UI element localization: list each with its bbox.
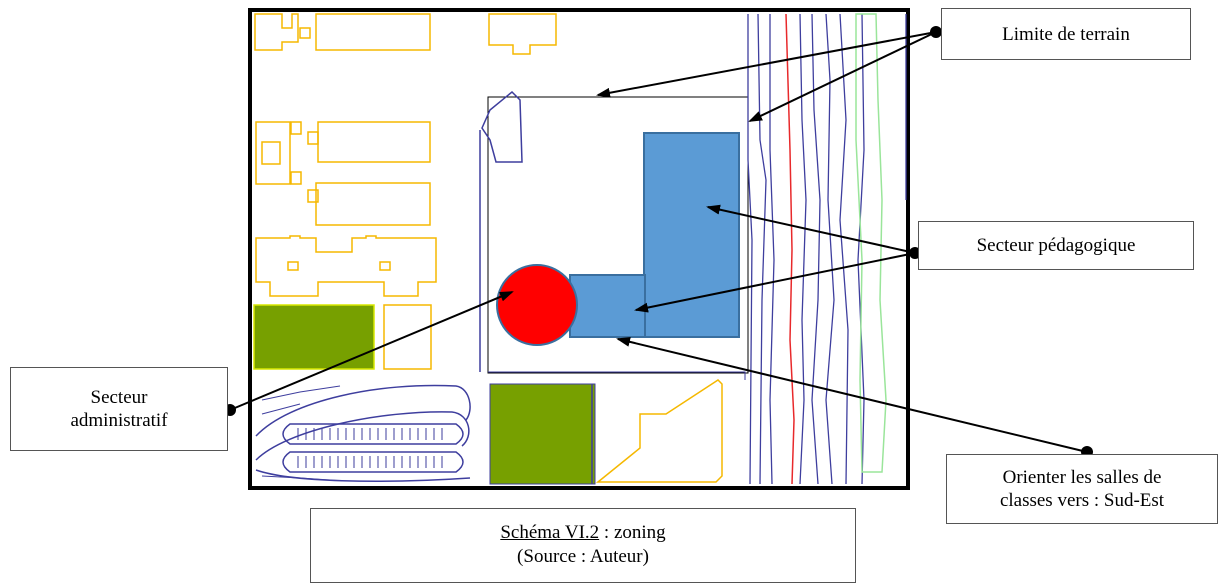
caption-title-line: Schéma VI.2 : zoning: [311, 521, 855, 545]
label-orientation: Orienter les salles de classes vers : Su…: [946, 454, 1218, 524]
arrow-limite-2: [748, 31, 937, 122]
arrow-pedago-2: [634, 252, 916, 313]
arrow-limite-1: [596, 31, 937, 98]
label-secteur-administratif-line2: administratif: [70, 410, 168, 431]
annotation-arrows: [229, 31, 1088, 453]
label-limite-terrain: Limite de terrain: [941, 8, 1191, 60]
caption-sep: :: [599, 522, 614, 543]
label-secteur-pedagogique: Secteur pédagogique: [918, 221, 1194, 270]
pedagogic-sector: [569, 132, 740, 338]
caption-ref: Schéma VI.2: [500, 522, 600, 543]
site-boundary-inner: [488, 371, 746, 380]
green-zone-left: [253, 304, 375, 370]
caption-source: (Source : Auteur): [517, 546, 649, 567]
contour-lines: [747, 13, 907, 485]
site-contours: [479, 90, 593, 484]
red-line: [785, 13, 795, 485]
label-secteur-administratif-line1: Secteur: [90, 387, 148, 408]
arrow-orientation: [616, 336, 1088, 453]
neighbor-buildings: [254, 13, 557, 370]
figure-caption: Schéma VI.2 : zoning (Source : Auteur): [310, 508, 856, 583]
green-zone-bottom: [489, 383, 596, 485]
label-limite-terrain-text: Limite de terrain: [1002, 23, 1130, 45]
label-secteur-administratif: Secteur administratif: [10, 367, 228, 451]
arrow-admin: [229, 291, 514, 411]
site-boundary: [487, 96, 749, 374]
label-orientation-line1: Orienter les salles de: [1002, 467, 1162, 488]
arrow-pedago-1: [706, 204, 916, 254]
yellow-shape-bottom: [595, 379, 723, 483]
caption-title: zoning: [613, 522, 666, 543]
administrative-sector: [496, 264, 578, 346]
parking-area: [255, 384, 471, 483]
label-orientation-line2: classes vers : Sud-Est: [999, 490, 1165, 511]
label-secteur-pedagogique-text: Secteur pédagogique: [976, 235, 1136, 256]
